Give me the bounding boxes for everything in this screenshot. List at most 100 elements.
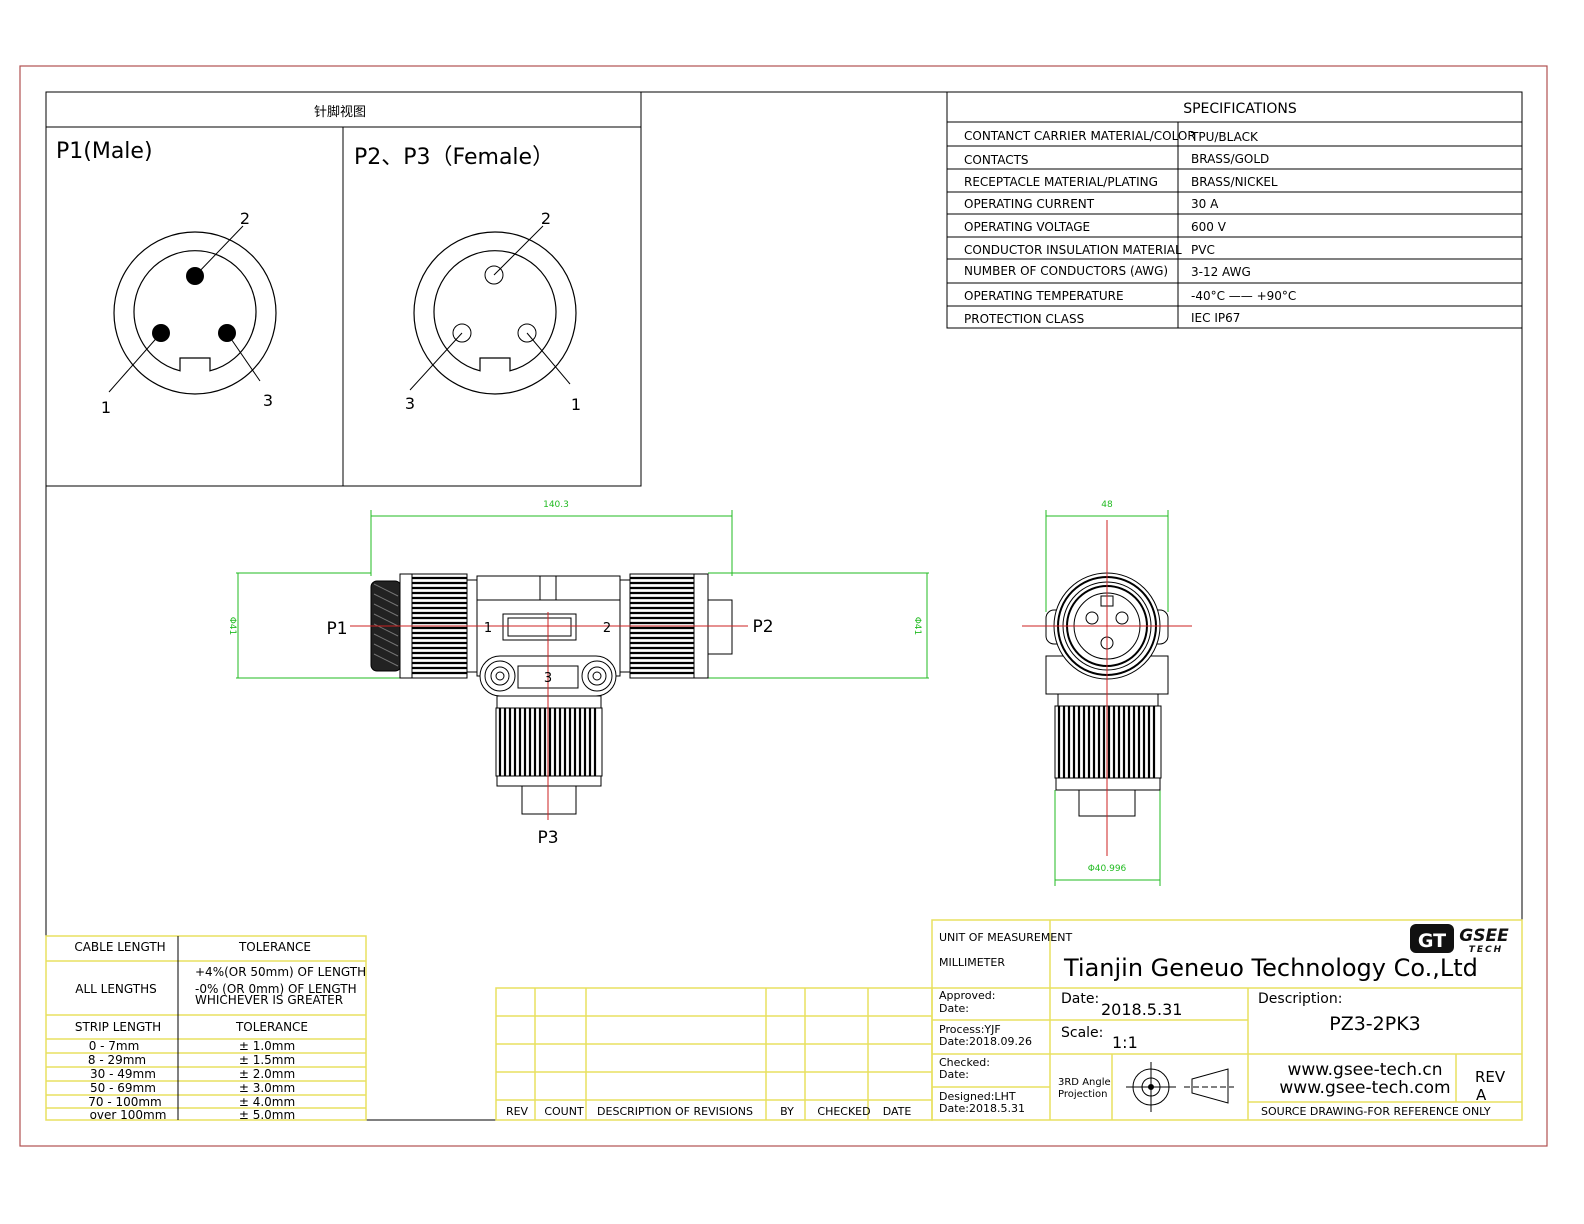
svg-text:3: 3: [405, 394, 415, 413]
svg-text:BY: BY: [780, 1105, 794, 1118]
svg-text:OPERATING VOLTAGE: OPERATING VOLTAGE: [964, 220, 1090, 234]
outer-border: [19, 65, 1548, 1147]
gsee-logo-icon: GT GSEE TECH: [1410, 924, 1509, 955]
svg-text:BRASS/NICKEL: BRASS/NICKEL: [1191, 175, 1278, 189]
svg-text:Approved:: Approved:: [939, 989, 995, 1002]
female-title: P2、P3（Female）: [354, 145, 554, 170]
svg-text:30 A: 30 A: [1191, 197, 1219, 211]
tolerance-table: CABLE LENGTH TOLERANCE ALL LENGTHS +4%(O…: [45, 935, 367, 1122]
svg-text:BRASS/GOLD: BRASS/GOLD: [1191, 152, 1269, 166]
svg-text:-0% (OR 0mm) OF LENGTH: -0% (OR 0mm) OF LENGTH: [195, 982, 357, 996]
male-connector-face: 2 1 3: [101, 209, 277, 417]
svg-text:RECEPTACLE MATERIAL/PLATING: RECEPTACLE MATERIAL/PLATING: [964, 175, 1158, 189]
female-pin-3: [452, 323, 472, 343]
svg-text:Description:: Description:: [1258, 991, 1342, 1007]
svg-text:WHICHEVER IS GREATER: WHICHEVER IS GREATER: [195, 993, 343, 1007]
svg-text:CONTACTS: CONTACTS: [964, 153, 1029, 167]
svg-text:± 3.0mm: ± 3.0mm: [239, 1081, 295, 1095]
svg-text:GT: GT: [1418, 930, 1446, 952]
svg-text:UNIT OF MEASUREMENT: UNIT OF MEASUREMENT: [939, 931, 1072, 944]
svg-text:± 1.5mm: ± 1.5mm: [239, 1053, 295, 1067]
svg-text:Designed:LHT: Designed:LHT: [939, 1090, 1016, 1103]
svg-text:1: 1: [101, 398, 111, 417]
svg-text:OPERATING CURRENT: OPERATING CURRENT: [964, 197, 1095, 211]
dim-bottom-diameter: Φ40.996: [1088, 864, 1127, 874]
svg-text:Date:2018.5.31: Date:2018.5.31: [939, 1102, 1025, 1115]
svg-text:Date:: Date:: [939, 1068, 969, 1081]
svg-text:Date:2018.09.26: Date:2018.09.26: [939, 1035, 1032, 1048]
svg-text:COUNT: COUNT: [544, 1105, 584, 1118]
svg-text:DESCRIPTION OF REVISIONS: DESCRIPTION OF REVISIONS: [597, 1105, 753, 1118]
svg-text:OPERATING TEMPERATURE: OPERATING TEMPERATURE: [964, 289, 1124, 303]
svg-text:IEC IP67: IEC IP67: [1191, 311, 1240, 325]
svg-text:CHECKED: CHECKED: [817, 1105, 870, 1118]
svg-text:TOLERANCE: TOLERANCE: [238, 940, 311, 954]
dim-diameter-right: Φ41: [912, 617, 922, 636]
svg-text:PVC: PVC: [1191, 243, 1215, 257]
dim-length: 140.3: [543, 500, 569, 510]
svg-text:CONTANCT CARRIER MATERIAL/COLO: CONTANCT CARRIER MATERIAL/COLOR: [964, 129, 1196, 143]
svg-text:NUMBER OF CONDUCTORS (AWG): NUMBER OF CONDUCTORS (AWG): [964, 264, 1168, 278]
title-block: UNIT OF MEASUREMENT MILLIMETER GT GSEE T…: [931, 919, 1523, 1121]
svg-text:CONDUCTOR INSULATION MATERIAL: CONDUCTOR INSULATION MATERIAL: [964, 243, 1182, 257]
svg-text:DATE: DATE: [883, 1105, 912, 1118]
svg-text:1: 1: [571, 395, 581, 414]
svg-text:50 - 69mm: 50 - 69mm: [90, 1081, 156, 1095]
svg-text:REV: REV: [506, 1105, 529, 1118]
svg-text:GSEE: GSEE: [1459, 926, 1509, 946]
svg-text:3-12 AWG: 3-12 AWG: [1191, 265, 1251, 279]
revisions-table: REV COUNT DESCRIPTION OF REVISIONS BY CH…: [495, 987, 933, 1121]
svg-text:30 - 49mm: 30 - 49mm: [90, 1067, 156, 1081]
svg-text:TOLERANCE: TOLERANCE: [235, 1020, 308, 1034]
svg-text:70 - 100mm: 70 - 100mm: [88, 1095, 162, 1109]
dim-width: 48: [1101, 500, 1113, 510]
website-com: www.gsee-tech.com: [1279, 1078, 1450, 1098]
specifications-table: SPECIFICATIONS CONTANCT CARRIER MATERIAL…: [946, 91, 1523, 329]
female-pin-2: [484, 265, 504, 285]
svg-text:3RD Angle: 3RD Angle: [1058, 1077, 1111, 1088]
label-p2: P2: [752, 617, 773, 637]
svg-text:1: 1: [484, 621, 492, 636]
female-pin-1: [517, 323, 537, 343]
website-cn: www.gsee-tech.cn: [1287, 1060, 1442, 1080]
svg-text:Date:: Date:: [939, 1002, 969, 1015]
part-number: PZ3-2PK3: [1329, 1013, 1421, 1035]
drawing-date: 2018.5.31: [1101, 1000, 1182, 1019]
svg-text:PROTECTION CLASS: PROTECTION CLASS: [964, 312, 1084, 326]
svg-text:600 V: 600 V: [1191, 220, 1227, 234]
female-connector-face: 2 3 1: [405, 209, 581, 414]
drawing-scale: 1:1: [1112, 1033, 1138, 1052]
side-view: 48 Φ40.996: [1022, 500, 1192, 886]
svg-text:-40°C —— +90°C: -40°C —— +90°C: [1191, 289, 1296, 303]
pinout-header: 针脚视图: [314, 104, 366, 120]
svg-text:SOURCE DRAWING-FOR REFERENCE O: SOURCE DRAWING-FOR REFERENCE ONLY: [1261, 1105, 1491, 1118]
svg-text:3: 3: [544, 671, 552, 686]
third-angle-projection-icon: [1126, 1062, 1234, 1112]
svg-text:± 4.0mm: ± 4.0mm: [239, 1095, 295, 1109]
svg-text:TPU/BLACK: TPU/BLACK: [1190, 130, 1259, 144]
svg-text:0 - 7mm: 0 - 7mm: [89, 1039, 140, 1053]
svg-text:Process:YJF: Process:YJF: [939, 1023, 1001, 1036]
svg-text:over 100mm: over 100mm: [90, 1108, 167, 1122]
svg-text:CABLE LENGTH: CABLE LENGTH: [74, 940, 165, 954]
label-p3: P3: [537, 828, 558, 848]
label-p1: P1: [326, 619, 347, 639]
male-title: P1(Male): [56, 139, 153, 164]
svg-text:2: 2: [240, 209, 250, 228]
svg-text:STRIP LENGTH: STRIP LENGTH: [75, 1020, 161, 1034]
svg-text:2: 2: [603, 621, 611, 636]
svg-text:± 1.0mm: ± 1.0mm: [239, 1039, 295, 1053]
svg-text:Projection: Projection: [1058, 1089, 1107, 1100]
svg-text:Checked:: Checked:: [939, 1056, 990, 1069]
svg-text:REV: REV: [1475, 1068, 1506, 1086]
front-view: 140.3 Φ41 Φ41: [227, 500, 929, 848]
svg-text:3: 3: [263, 391, 273, 410]
company-name: Tianjin Geneuo Technology Co.,Ltd: [1063, 954, 1478, 982]
svg-text:2: 2: [541, 209, 551, 228]
revision-value: A: [1476, 1086, 1487, 1104]
svg-text:± 2.0mm: ± 2.0mm: [239, 1067, 295, 1081]
svg-text:Date:: Date:: [1061, 991, 1099, 1007]
svg-text:+4%(OR 50mm) OF LENGTH: +4%(OR 50mm) OF LENGTH: [195, 965, 366, 979]
pinout-panel: 针脚视图 P1(Male) P2、P3（Female） 2 1 3: [45, 91, 642, 487]
